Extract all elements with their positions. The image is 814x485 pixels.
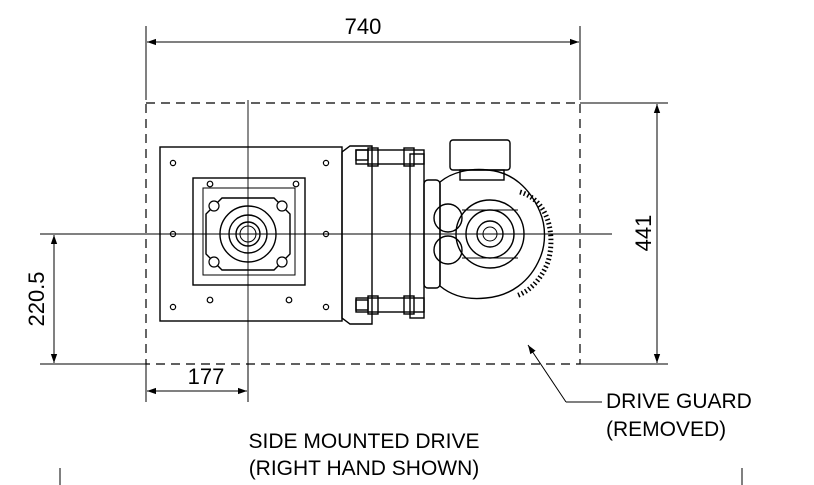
dimension-overall-height: 441 xyxy=(580,102,668,365)
mounting-bracket xyxy=(341,145,425,325)
section-tick-marks xyxy=(59,468,743,485)
drive-guard-outline xyxy=(145,102,581,365)
drive-guard-note-line2: (REMOVED) xyxy=(606,418,726,441)
centre-lines xyxy=(60,100,612,372)
flange-bearing xyxy=(192,177,306,304)
dimension-centre-offset: 177 xyxy=(145,364,249,402)
dimension-label-half-height: 220.5 xyxy=(24,271,49,326)
dimension-label-height: 441 xyxy=(631,215,656,252)
caption-line2: (RIGHT HAND SHOWN) xyxy=(249,457,480,480)
caption-line1: SIDE MOUNTED DRIVE xyxy=(248,430,479,453)
dimension-label-offset: 177 xyxy=(188,364,225,389)
dimension-label-width: 740 xyxy=(345,14,382,39)
dimension-half-height: 220.5 xyxy=(24,233,160,365)
dimension-overall-width: 740 xyxy=(145,14,581,100)
gearbox xyxy=(423,139,554,300)
drive-guard-leader xyxy=(527,344,602,403)
drive-guard-note-line1: DRIVE GUARD xyxy=(606,390,752,413)
plate-bolt-holes xyxy=(169,159,330,311)
